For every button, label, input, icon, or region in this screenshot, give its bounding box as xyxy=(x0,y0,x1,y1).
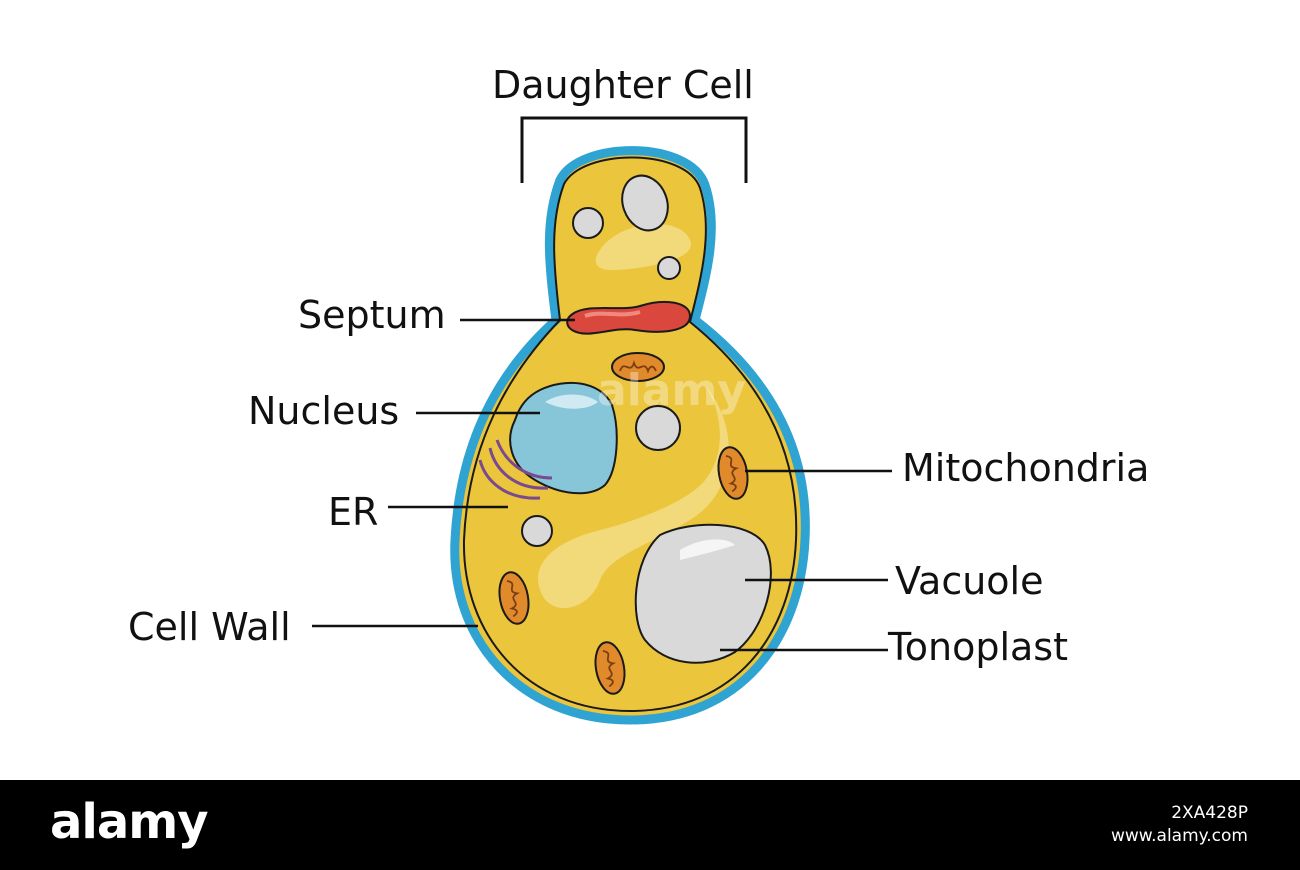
cytoplasm-streak xyxy=(538,380,729,609)
mitochondrion xyxy=(611,352,665,382)
plasma-membrane xyxy=(462,156,798,713)
footer-bar: alamy 2XA428P www.alamy.com xyxy=(0,780,1300,870)
brand-logo: alamy xyxy=(50,794,209,850)
daughter-vacuole-small xyxy=(572,207,604,239)
nucleus-label: Nucleus xyxy=(248,389,400,433)
septum xyxy=(566,300,692,335)
vacuole-label: Vacuole xyxy=(895,559,1044,603)
yeast-budding-diagram: Daughter Cell Septum Nucleus ER Cell Wal… xyxy=(128,63,1150,725)
daughter-cell-bracket xyxy=(520,116,748,183)
site-url: www.alamy.com xyxy=(1110,825,1248,846)
vesicle xyxy=(635,405,681,451)
mitochondrion xyxy=(498,571,530,625)
vacuole-highlight xyxy=(680,539,735,560)
leader-lines xyxy=(312,318,892,652)
vacuole xyxy=(634,523,772,664)
image-id-block: 2XA428P www.alamy.com xyxy=(1111,802,1248,848)
mitochondria-group xyxy=(498,352,749,695)
cell-wall-label: Cell Wall xyxy=(128,605,291,649)
septum-label: Septum xyxy=(298,293,446,337)
daughter-cell-title: Daughter Cell xyxy=(492,63,754,107)
mitochondria-label: Mitochondria xyxy=(902,446,1150,490)
endoplasmic-reticulum xyxy=(478,439,553,500)
image-id: 2XA428P xyxy=(1171,803,1248,823)
cell-illustration xyxy=(312,116,892,725)
watermark: alamy xyxy=(597,365,746,416)
mitochondrion xyxy=(717,446,749,500)
tonoplast-label: Tonoplast xyxy=(888,625,1068,669)
daughter-vacuole-large xyxy=(621,174,669,232)
nucleus xyxy=(509,381,618,495)
mitochondrion xyxy=(594,641,626,695)
septum-highlight xyxy=(584,310,641,318)
vesicle xyxy=(521,515,553,547)
daughter-vacuole-tiny xyxy=(657,256,681,280)
er-label: ER xyxy=(328,490,379,534)
nucleus-highlight xyxy=(545,394,598,409)
